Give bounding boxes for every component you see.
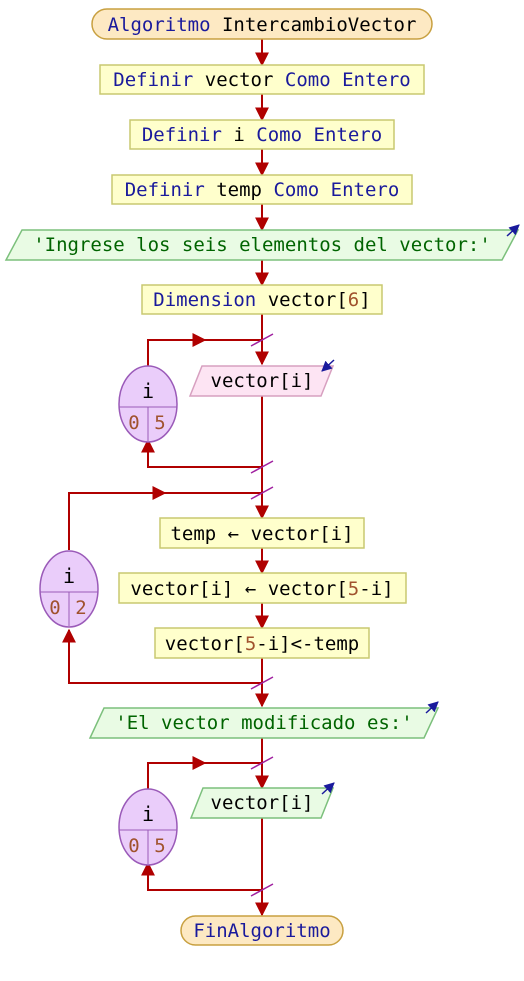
junction-mark bbox=[250, 460, 274, 474]
write-vector-block[interactable]: vector[i] bbox=[189, 782, 335, 819]
end-terminal[interactable]: FinAlgoritmo bbox=[180, 915, 344, 946]
prompt-output-block[interactable]: 'Ingrese los seis elementos del vector:' bbox=[4, 224, 520, 261]
loop-variable: i bbox=[142, 379, 154, 403]
assign-restore-text: vector[5-i]<-temp bbox=[165, 633, 359, 655]
loop-ellipse bbox=[39, 550, 99, 628]
end-terminal-text: FinAlgoritmo bbox=[193, 920, 330, 942]
loop-variable: i bbox=[142, 802, 154, 826]
junction-mark bbox=[250, 676, 274, 690]
result-output-block[interactable]: 'El vector modificado es:' bbox=[88, 701, 440, 739]
start-terminal[interactable]: Algoritmo IntercambioVector bbox=[91, 8, 433, 40]
process-box bbox=[141, 284, 383, 315]
output-arrow-icon bbox=[425, 701, 439, 714]
loop3-entry-line bbox=[147, 756, 207, 790]
start-terminal-shape bbox=[91, 8, 433, 40]
read-vector-block[interactable]: vector[i] bbox=[188, 359, 335, 397]
main-flow-lines bbox=[62, 39, 269, 917]
loop1-entry-line bbox=[147, 333, 207, 368]
result-output-text: 'El vector modificado es:' bbox=[115, 712, 412, 734]
prompt-output-text: 'Ingrese los seis elementos del vector:' bbox=[33, 234, 491, 256]
assign-swap-text: vector[i] ← vector[5-i] bbox=[130, 578, 393, 600]
loop-start-value: 0 bbox=[128, 412, 139, 434]
loop-end-value: 5 bbox=[154, 835, 165, 857]
output-parallelogram bbox=[4, 229, 520, 261]
loop3-return-line bbox=[141, 861, 262, 891]
define-vector-block[interactable]: Definir vector Como Entero bbox=[99, 64, 425, 95]
loop-variable: i bbox=[63, 564, 75, 588]
assign-swap-block[interactable]: vector[i] ← vector[5-i] bbox=[118, 572, 407, 604]
output-arrow-icon bbox=[506, 224, 520, 237]
output-parallelogram bbox=[189, 787, 335, 819]
input-arrow-icon bbox=[321, 359, 335, 372]
define-i-block[interactable]: Definir i Como Entero bbox=[129, 119, 395, 150]
process-box bbox=[111, 174, 413, 205]
junction-mark bbox=[250, 756, 274, 770]
loop-ellipse bbox=[118, 788, 178, 866]
assign-temp-block[interactable]: temp ← vector[i] bbox=[159, 517, 365, 549]
define-i-text: Definir i Como Entero bbox=[142, 124, 382, 146]
process-box bbox=[154, 627, 370, 659]
input-parallelogram bbox=[188, 365, 335, 397]
loop-end-value: 2 bbox=[75, 597, 86, 619]
junction-mark bbox=[250, 883, 274, 897]
define-temp-text: Definir temp Como Entero bbox=[125, 179, 400, 201]
loop2-counter[interactable]: i 0 2 bbox=[39, 550, 99, 628]
dimension-block[interactable]: Dimension vector[6] bbox=[141, 284, 383, 315]
dimension-text: Dimension vector[6] bbox=[153, 289, 370, 311]
junction-marks bbox=[250, 333, 274, 897]
junction-mark bbox=[250, 333, 274, 347]
assign-temp-text: temp ← vector[i] bbox=[170, 523, 353, 545]
loop1-return-line bbox=[141, 438, 262, 468]
process-box bbox=[129, 119, 395, 150]
loop2-return-line bbox=[62, 628, 262, 684]
loop-start-value: 0 bbox=[128, 835, 139, 857]
junction-mark bbox=[250, 486, 274, 500]
process-box bbox=[118, 572, 407, 604]
process-box bbox=[99, 64, 425, 95]
process-box bbox=[159, 517, 365, 549]
read-vector-text: vector[i] bbox=[211, 370, 314, 392]
define-vector-text: Definir vector Como Entero bbox=[113, 69, 410, 91]
loop-ellipse bbox=[118, 365, 178, 443]
loop2-entry-line bbox=[68, 486, 167, 550]
end-terminal-shape bbox=[180, 915, 344, 946]
write-vector-text: vector[i] bbox=[211, 792, 314, 814]
start-terminal-text: Algoritmo IntercambioVector bbox=[108, 14, 417, 36]
output-arrow-icon bbox=[321, 782, 335, 795]
loop1-counter[interactable]: i 0 5 bbox=[118, 365, 178, 443]
assign-restore-block[interactable]: vector[5-i]<-temp bbox=[154, 627, 370, 659]
loop-end-value: 5 bbox=[154, 412, 165, 434]
define-temp-block[interactable]: Definir temp Como Entero bbox=[111, 174, 413, 205]
loop3-counter[interactable]: i 0 5 bbox=[118, 788, 178, 866]
output-parallelogram bbox=[88, 707, 440, 739]
loop-start-value: 0 bbox=[49, 597, 60, 619]
